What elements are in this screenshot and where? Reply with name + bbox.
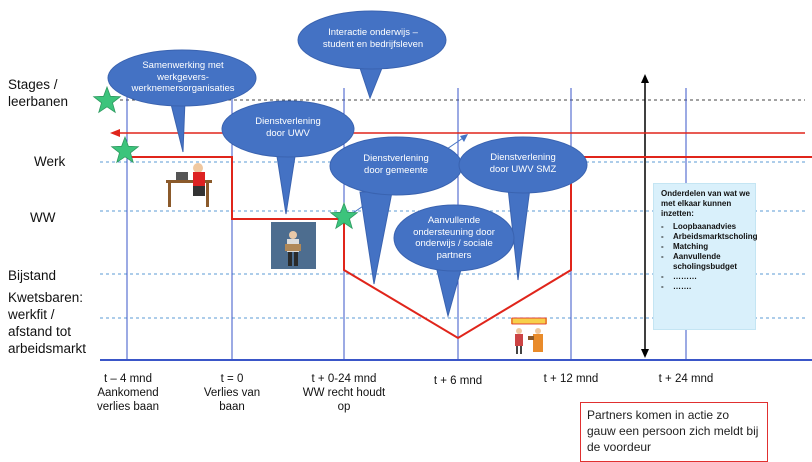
bubble-uwv-smz-text: Dienstverlening door UWV SMZ xyxy=(489,152,557,175)
red-arrow-head xyxy=(110,129,120,137)
x-label-t12: t + 12 mnd xyxy=(543,373,599,385)
info-box-item: ……. xyxy=(661,282,750,292)
bubble-aanvullende-text: Aanvullende ondersteuning door onderwijs… xyxy=(413,215,495,261)
info-box-item: Arbeidsmarktscholing xyxy=(661,232,757,242)
arrow-head-up xyxy=(641,74,649,83)
bubble-interactie xyxy=(297,10,447,100)
bubble-uwv xyxy=(221,100,355,215)
bubble-samenwerking xyxy=(107,49,257,153)
y-label-stages: Stages / leerbanen xyxy=(8,77,69,109)
stars xyxy=(92,85,359,230)
bubble-samenwerking-text: Samenwerking met werkgevers- werknemerso… xyxy=(131,60,235,94)
info-box-item: ……… xyxy=(661,272,750,282)
info-box-item: Aanvullende scholingsbudget xyxy=(661,252,750,272)
star-icon xyxy=(329,201,359,230)
bubble-aanvullende xyxy=(393,204,515,318)
y-label-kwetsbaren: Kwetsbaren: werkfit / afstand tot arbeid… xyxy=(8,290,87,356)
person-with-box-icon xyxy=(271,222,316,269)
people-at-door-icon xyxy=(511,317,547,354)
career-path-line xyxy=(127,156,812,340)
info-box-item: Matching xyxy=(661,242,750,252)
bubble-uwv-text: Dienstverlening door UWV xyxy=(255,116,321,139)
x-label-t24m: t + 24 mnd xyxy=(658,373,714,385)
bubble-gemeente-text: Dienstverlening door gemeente xyxy=(363,153,429,176)
x-label-t24: t + 0-24 mnd WW recht houdt op xyxy=(302,373,386,413)
x-label-t6: t + 6 mnd xyxy=(433,375,483,387)
x-label-t0: t = 0 Verlies van baan xyxy=(203,373,261,413)
arrow-head-down xyxy=(641,349,649,358)
info-box-title: Onderdelen van wat we met elkaar kunnen … xyxy=(661,189,750,218)
star-icon xyxy=(92,85,122,114)
y-label-werk: Werk xyxy=(34,154,66,169)
info-box-list: Loopbaanadvies Arbeidsmarktscholing Matc… xyxy=(661,222,757,292)
bubble-gemeente xyxy=(329,136,463,285)
info-box: Onderdelen van wat we met elkaar kunnen … xyxy=(653,183,757,330)
bubble-interactie-text: Interactie onderwijs – student en bedrij… xyxy=(322,27,424,50)
y-label-ww: WW xyxy=(30,210,56,225)
partners-box: Partners komen in actie zo gauw een pers… xyxy=(580,402,768,462)
blue-arrow-head xyxy=(460,134,468,142)
info-box-item: Loopbaanadvies xyxy=(661,222,750,232)
x-label-t-4: t – 4 mnd Aankomend verlies baan xyxy=(96,373,159,413)
bubble-uwv-smz xyxy=(458,136,588,281)
star-icon xyxy=(110,135,140,164)
person-at-desk-icon xyxy=(166,163,212,207)
y-label-bijstand: Bijstand xyxy=(8,268,57,283)
